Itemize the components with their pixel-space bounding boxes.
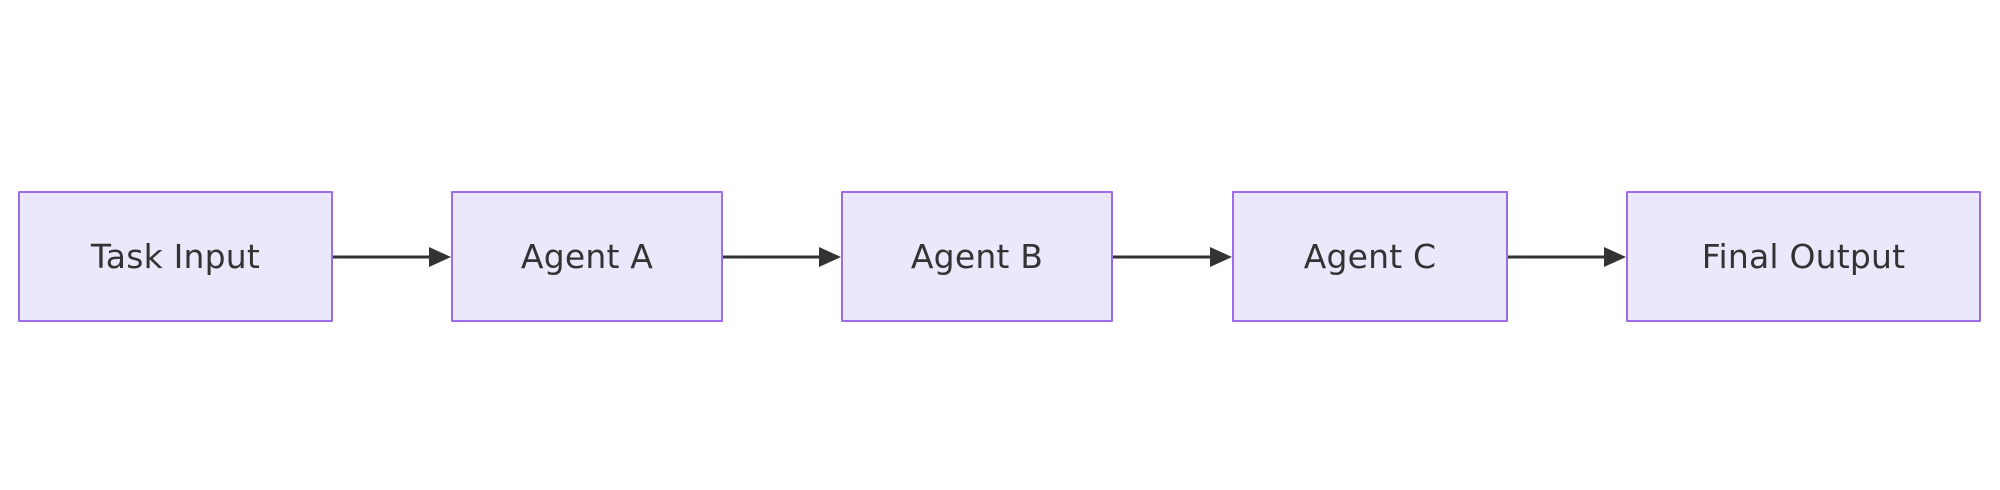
node-label-agent-a: Agent A [520, 237, 654, 276]
node-label-final-output: Final Output [1701, 237, 1906, 276]
edge-agent-c-to-final-output [1508, 245, 1626, 269]
edge-graphic [723, 247, 841, 267]
arrowhead-icon [1604, 247, 1626, 267]
edge-graphic [1508, 247, 1626, 267]
edge-graphic [1113, 247, 1232, 267]
arrowhead-icon [819, 247, 841, 267]
edge-task-input-to-agent-a [333, 245, 451, 269]
arrowhead-icon [1210, 247, 1232, 267]
node-label-task-input: Task Input [90, 237, 261, 276]
node-agent-a[interactable]: Agent A [451, 191, 723, 322]
edge-graphic [333, 247, 451, 267]
node-task-input[interactable]: Task Input [18, 191, 333, 322]
node-label-agent-b: Agent B [910, 237, 1044, 276]
edge-agent-b-to-agent-c [1113, 245, 1232, 269]
node-agent-c[interactable]: Agent C [1232, 191, 1508, 322]
node-final-output[interactable]: Final Output [1626, 191, 1981, 322]
node-agent-b[interactable]: Agent B [841, 191, 1113, 322]
edge-agent-a-to-agent-b [723, 245, 841, 269]
arrowhead-icon [429, 247, 451, 267]
node-label-agent-c: Agent C [1303, 237, 1437, 276]
